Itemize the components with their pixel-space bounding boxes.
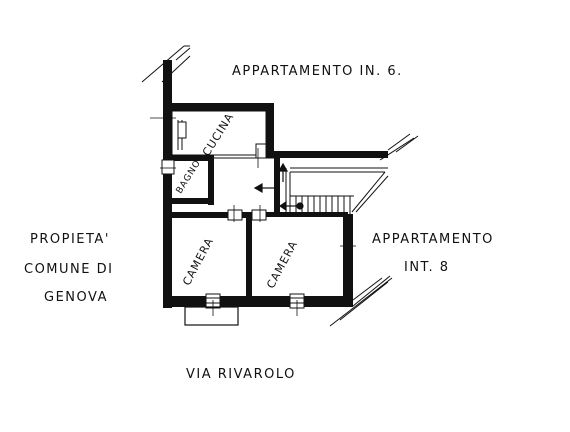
tick-marks xyxy=(150,117,356,316)
hatched-wall-right xyxy=(329,133,419,327)
direction-arrows xyxy=(253,162,304,212)
label-appartamento-right-1: APPARTAMENTO xyxy=(372,232,494,247)
staircase xyxy=(285,167,389,216)
label-propieta-3: GENOVA xyxy=(44,290,108,305)
label-propieta-2: COMUNE DI xyxy=(24,262,114,277)
balcony xyxy=(184,306,239,326)
label-street: VIA RIVAROLO xyxy=(186,367,296,382)
label-propieta-1: PROPIETA' xyxy=(30,232,110,247)
label-appartamento-right-2: INT. 8 xyxy=(404,260,450,275)
label-appartamento-top: APPARTAMENTO IN. 6. xyxy=(232,64,403,79)
outer-walls xyxy=(163,60,388,308)
